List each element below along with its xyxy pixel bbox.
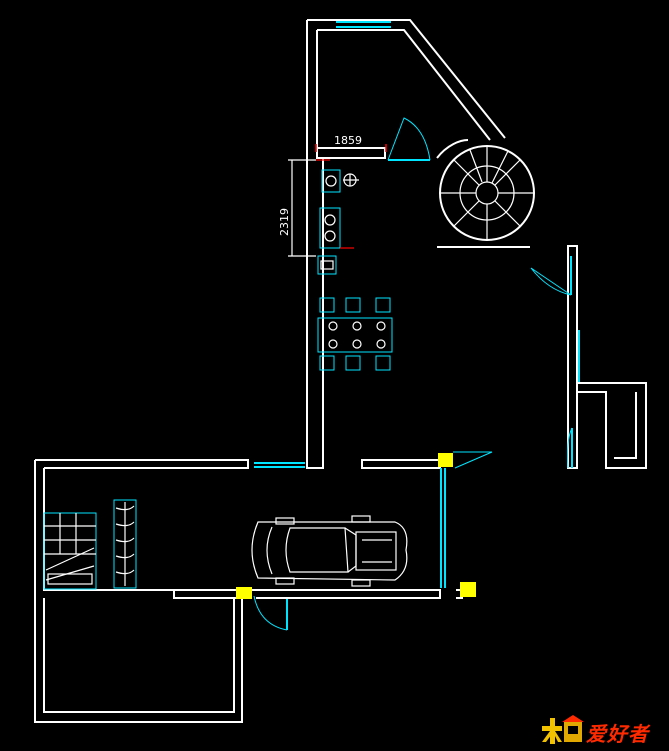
doors <box>253 21 580 631</box>
watermark-brand-text: 爱好者 <box>586 722 649 746</box>
watermark-logo: 爱好者 <box>540 714 666 748</box>
dimension-side-height: 2319 <box>278 208 291 236</box>
car <box>251 515 408 587</box>
kitchen-fixtures <box>317 169 359 275</box>
watermark-emblem <box>542 715 584 744</box>
storage-units <box>43 499 137 590</box>
dimension-lines <box>288 144 387 257</box>
upper-walls <box>306 19 647 469</box>
dimension-top-width: 1859 <box>334 134 362 147</box>
column-markers <box>236 453 476 599</box>
dining-set <box>317 297 393 371</box>
spiral-staircase <box>436 139 535 248</box>
